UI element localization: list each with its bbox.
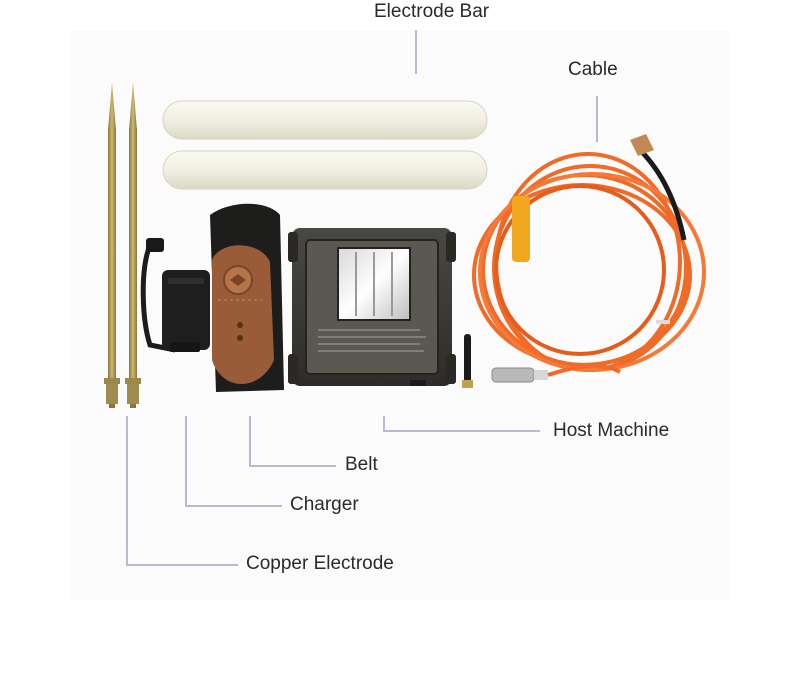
leader-host-machine <box>383 416 540 432</box>
leader-belt <box>249 416 336 467</box>
cable-connector <box>491 367 548 383</box>
leader-charger <box>185 416 282 507</box>
charger <box>140 238 210 353</box>
electrode-bar-bottom <box>162 150 488 190</box>
cable-coil <box>472 148 706 377</box>
host-machine <box>288 228 456 386</box>
copper-electrode-left <box>104 82 120 408</box>
label-host-machine: Host Machine <box>553 420 670 441</box>
electrode-bar-top <box>162 100 488 140</box>
cable-clip <box>512 134 670 324</box>
leader-copper-electrode <box>126 416 238 566</box>
label-belt: Belt <box>345 454 378 475</box>
label-copper-electrode: Copper Electrode <box>246 553 394 574</box>
antenna <box>462 334 473 388</box>
copper-electrode-right <box>125 82 141 408</box>
label-cable: Cable <box>568 59 618 80</box>
label-electrode-bar: Electrode Bar <box>374 1 490 22</box>
leader-lines <box>126 30 598 566</box>
belt <box>210 203 284 392</box>
label-charger: Charger <box>290 494 359 515</box>
